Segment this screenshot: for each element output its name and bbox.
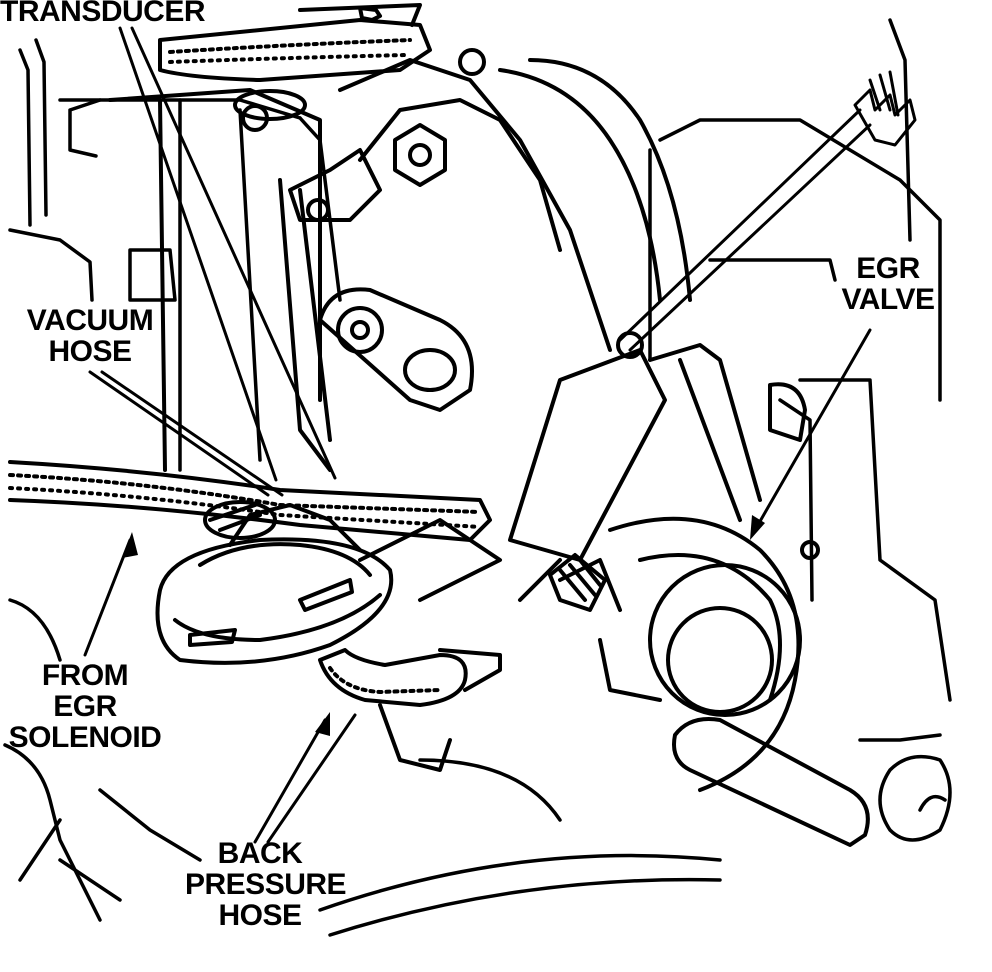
engine-block-outline [3, 18, 952, 937]
label-from-egr-solenoid: FROM EGR SOLENOID [8, 659, 162, 754]
threaded-fitting [548, 553, 607, 612]
label-egr-valve: EGR VALVE [841, 252, 935, 316]
label-transducer: TRANSDUCER [0, 0, 206, 28]
egr-valve-leader [753, 328, 872, 532]
return-spring [853, 70, 917, 147]
egr-valve-arrowhead [750, 515, 765, 540]
egr-tube [672, 717, 870, 847]
vacuum-hose [8, 460, 492, 542]
vacuum-hose-leader-1 [88, 370, 270, 497]
bracket-nut [393, 123, 447, 187]
transducer-body [108, 48, 486, 472]
linkage-lever [318, 287, 474, 412]
back-pressure-hose-leader-2 [266, 713, 357, 844]
transducer-leader-2 [130, 26, 337, 480]
back-pressure-hose-arrowhead [315, 712, 330, 736]
throttle-bracket [278, 58, 692, 472]
vacuum-line-wire [618, 108, 872, 352]
from-egr-solenoid-leader [83, 538, 132, 657]
label-back-pressure-hose: BACK PRESSURE HOSE [185, 837, 347, 932]
back-pressure-hose-leader-1 [253, 718, 327, 844]
vacuum-hose-leader-2 [100, 370, 284, 497]
egr-bracket [508, 331, 820, 562]
from-egr-solenoid-arrowhead [122, 532, 138, 558]
upper-hose [158, 3, 432, 82]
egr-valve-housing [518, 516, 802, 792]
leader-lines [83, 26, 872, 844]
label-vacuum-hose: VACUUM HOSE [26, 304, 154, 368]
back-pressure-hose [318, 648, 502, 772]
arrowheads [122, 515, 765, 736]
transducer-leader-1 [118, 26, 278, 482]
